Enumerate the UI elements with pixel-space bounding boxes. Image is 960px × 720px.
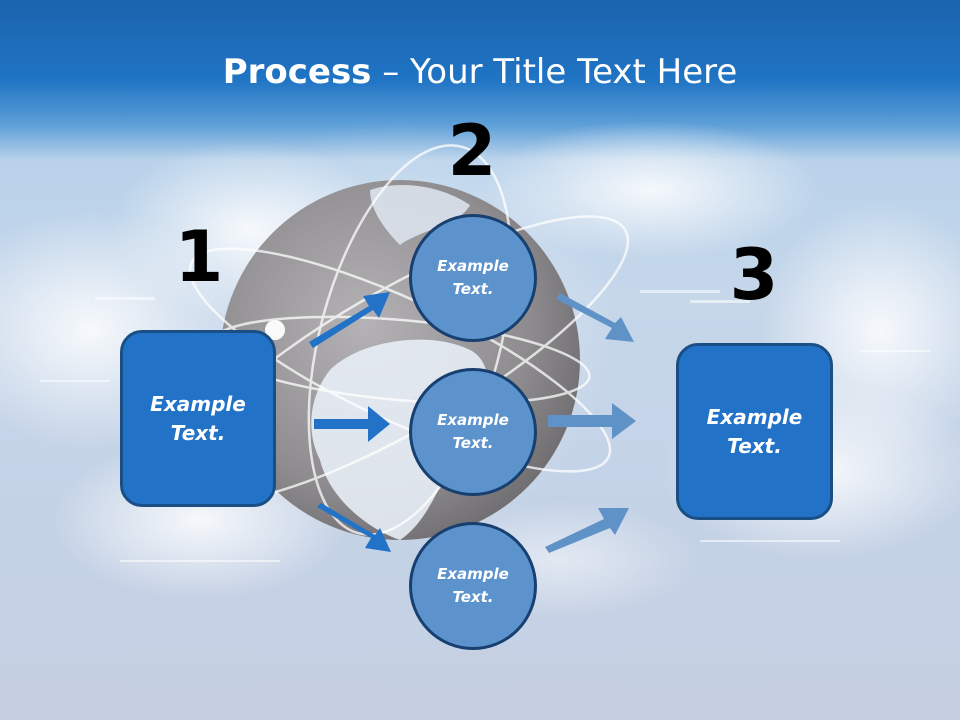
step-3-box[interactable]: Example Text. [676, 343, 833, 520]
step-2-circle-top[interactable]: Example Text. [409, 214, 537, 342]
step-2-circle-bottom[interactable]: Example Text. [409, 522, 537, 650]
arrow-right-icon [317, 503, 391, 552]
step-1-text: Example Text. [150, 391, 246, 445]
arrows [309, 292, 636, 553]
step-1-box[interactable]: Example Text. [120, 330, 276, 507]
tech-dots [40, 290, 930, 562]
arrow-right-icon [548, 403, 636, 439]
step-number-1: 1 [174, 216, 224, 298]
arrow-right-icon [314, 406, 390, 442]
arrow-right-icon [309, 292, 390, 348]
step-2-item-1-text: Example Text. [437, 257, 509, 298]
step-2-circle-middle[interactable]: Example Text. [409, 368, 537, 496]
title-bold: Process [222, 52, 372, 92]
step-2-item-2-text: Example Text. [437, 411, 509, 452]
page-title: Process – Your Title Text Here [0, 52, 960, 92]
step-number-3: 3 [729, 234, 779, 316]
title-rest: – Your Title Text Here [371, 52, 738, 92]
orbit-highlight [265, 320, 285, 340]
step-number-2: 2 [447, 110, 497, 192]
arrow-right-icon [556, 293, 634, 342]
arrow-right-icon [545, 508, 629, 553]
step-3-text: Example Text. [706, 404, 803, 458]
step-2-item-3-text: Example Text. [437, 565, 509, 606]
